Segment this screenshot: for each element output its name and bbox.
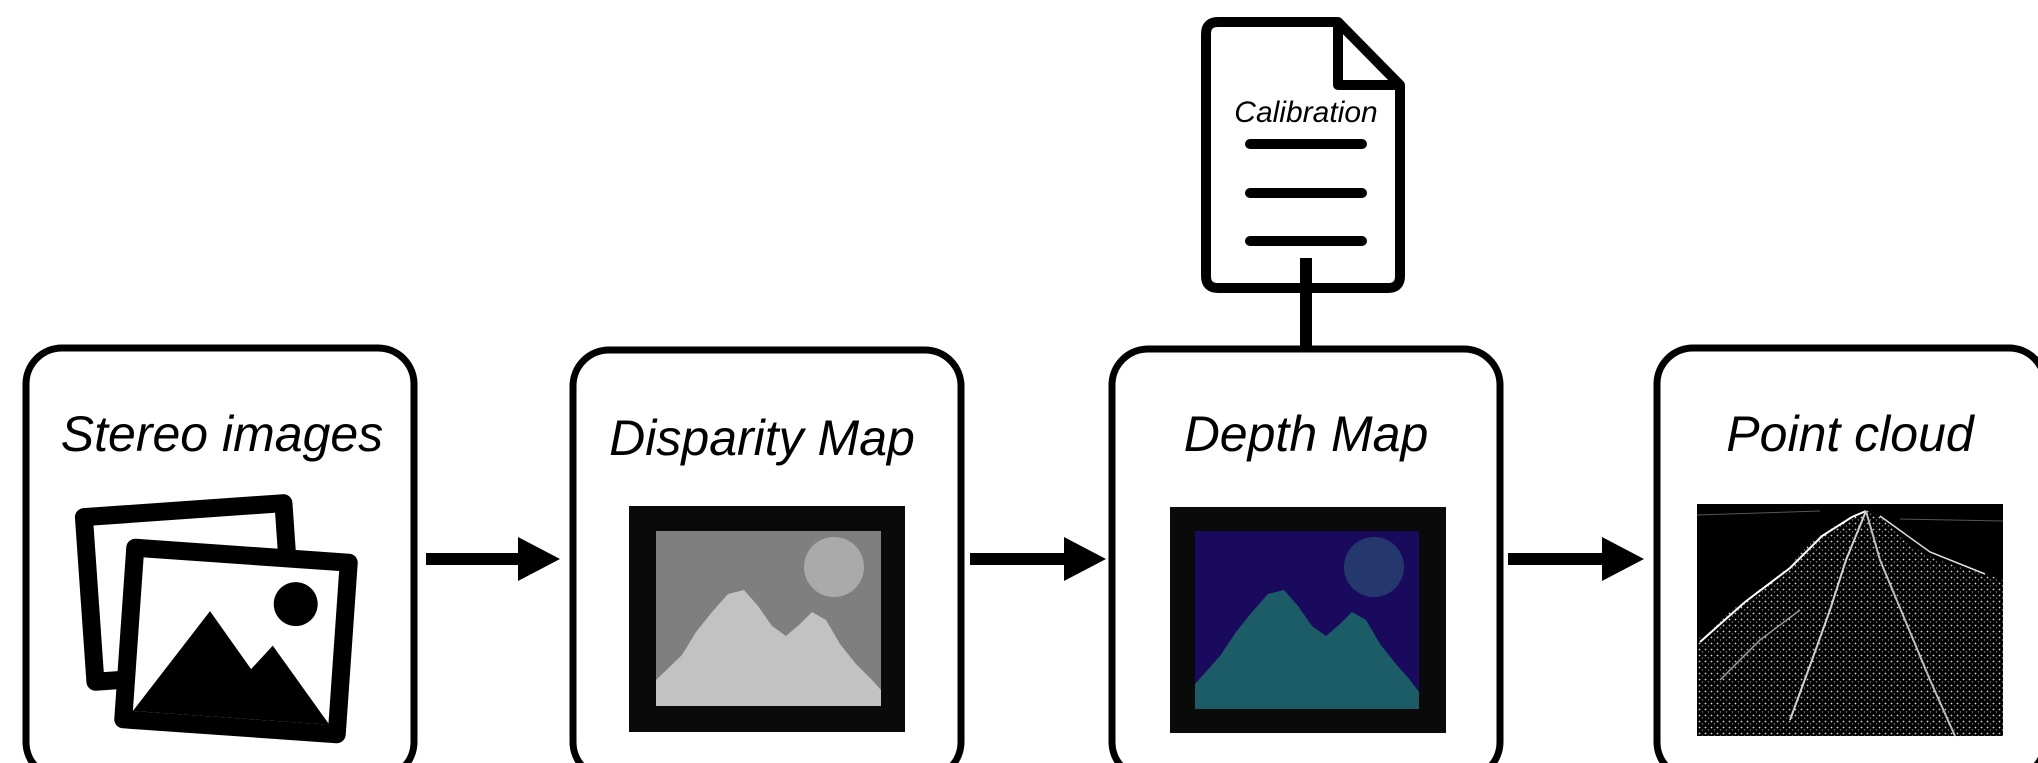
depth-map-node: Depth Map xyxy=(1108,345,1504,763)
document-icon xyxy=(1201,17,1405,293)
depth-map-label: Depth Map xyxy=(1184,406,1429,462)
disparity-map-node: Disparity Map xyxy=(569,346,965,763)
stereo-images-icon xyxy=(74,494,358,744)
point-cloud-label: Point cloud xyxy=(1726,406,1976,462)
arrow-depth-to-pointcloud xyxy=(1508,537,1644,581)
arrow-disparity-to-depth xyxy=(970,537,1106,581)
stereo-images-label: Stereo images xyxy=(61,406,383,462)
arrow-stereo-to-disparity xyxy=(426,537,560,581)
point-cloud-terrain-image xyxy=(1696,504,2004,737)
calibration-label: Calibration xyxy=(1234,96,1377,129)
document-fold-corner xyxy=(1333,22,1400,90)
stereo-images-node: Stereo images xyxy=(22,344,418,763)
grayscale-mountain-image-icon xyxy=(629,506,905,732)
calibration-document: Calibration xyxy=(1201,17,1405,293)
colored-mountain-image-icon xyxy=(1170,507,1446,733)
point-cloud-node: Point cloud xyxy=(1653,344,2038,763)
disparity-map-label: Disparity Map xyxy=(609,410,915,466)
